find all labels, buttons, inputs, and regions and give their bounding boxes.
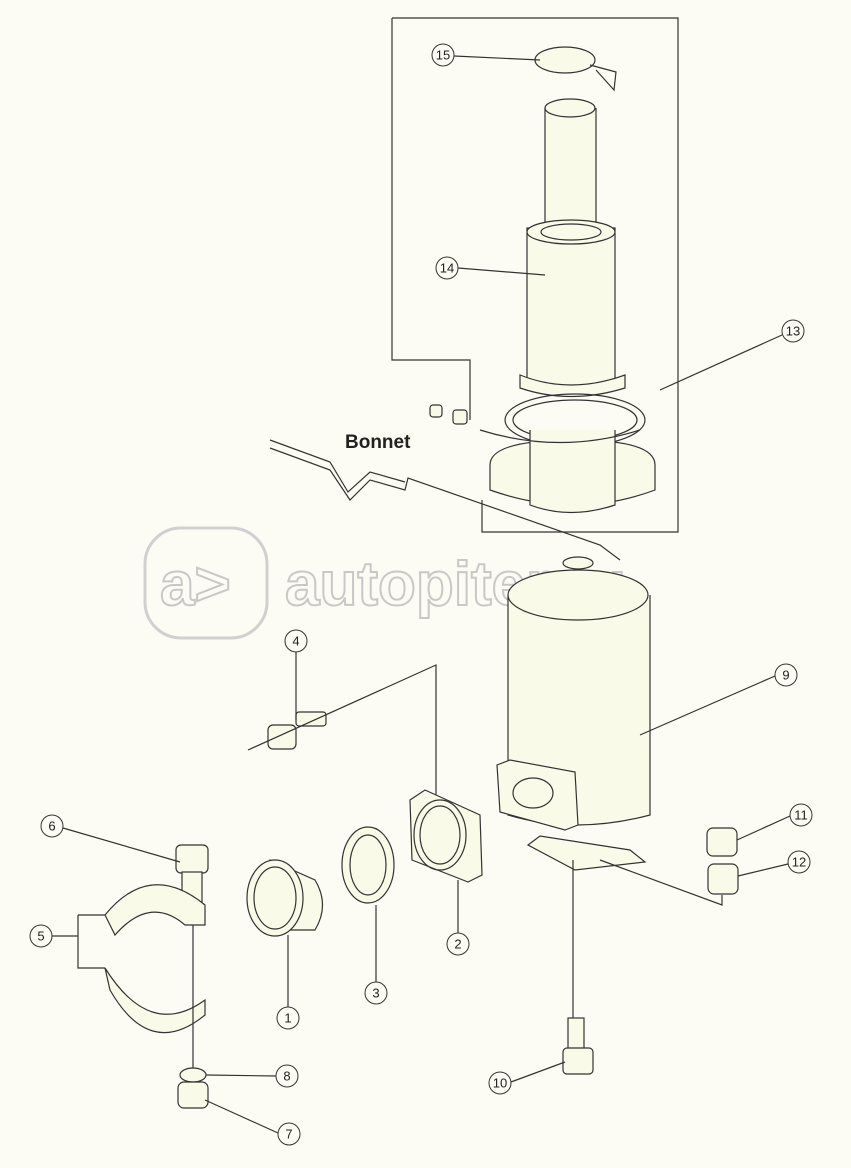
callout-3: 3 [364, 981, 388, 1005]
svg-text:3: 3 [372, 986, 379, 1001]
callout-12: 12 [787, 850, 811, 874]
part-5-clamp [104, 884, 206, 1100]
bonnet-label: Bonnet [345, 432, 411, 453]
bonnet-nuts [429, 404, 468, 425]
part-3-seal [341, 826, 395, 904]
part-11-nut [706, 827, 738, 857]
svg-text:5: 5 [37, 929, 44, 944]
part-7-nut [177, 1081, 209, 1109]
part-2-flange [409, 789, 483, 883]
callout-9: 9 [774, 663, 798, 687]
svg-text:2: 2 [454, 937, 461, 952]
callout-10: 10 [488, 1071, 512, 1095]
kit-boundary [391, 17, 679, 533]
leader-lines [52, 55, 791, 1134]
part-9-air-cleaner-body [496, 556, 651, 871]
svg-text:9: 9 [782, 668, 789, 683]
callout-14: 14 [435, 256, 459, 280]
svg-text:13: 13 [786, 324, 800, 339]
callout-5: 5 [29, 924, 53, 948]
svg-text:a>: a> [160, 550, 231, 619]
svg-text:14: 14 [440, 261, 454, 276]
callout-1: 1 [276, 1006, 300, 1030]
callout-6: 6 [40, 814, 64, 838]
bonnet-outline [269, 439, 621, 561]
svg-text:6: 6 [48, 819, 55, 834]
part-14-pipe [479, 98, 656, 514]
svg-text:1: 1 [284, 1011, 291, 1026]
svg-text:4: 4 [292, 634, 299, 649]
part-12-spacer [707, 863, 739, 895]
svg-text:7: 7 [285, 1127, 292, 1142]
svg-text:8: 8 [283, 1069, 290, 1084]
callout-8: 8 [275, 1064, 299, 1088]
callout-7: 7 [277, 1122, 301, 1146]
part-15-cap [534, 46, 617, 92]
callout-2: 2 [446, 932, 470, 956]
callout-13: 13 [781, 319, 805, 343]
callout-15: 15 [431, 43, 455, 67]
callout-11: 11 [789, 803, 813, 827]
part-1-hose [246, 859, 324, 937]
callout-4: 4 [284, 629, 308, 653]
svg-text:15: 15 [436, 48, 450, 63]
svg-text:12: 12 [792, 855, 806, 870]
part-10-bolt [562, 860, 594, 1075]
svg-text:11: 11 [794, 808, 808, 823]
part-8-washer [179, 1067, 207, 1083]
svg-text:10: 10 [493, 1076, 507, 1091]
